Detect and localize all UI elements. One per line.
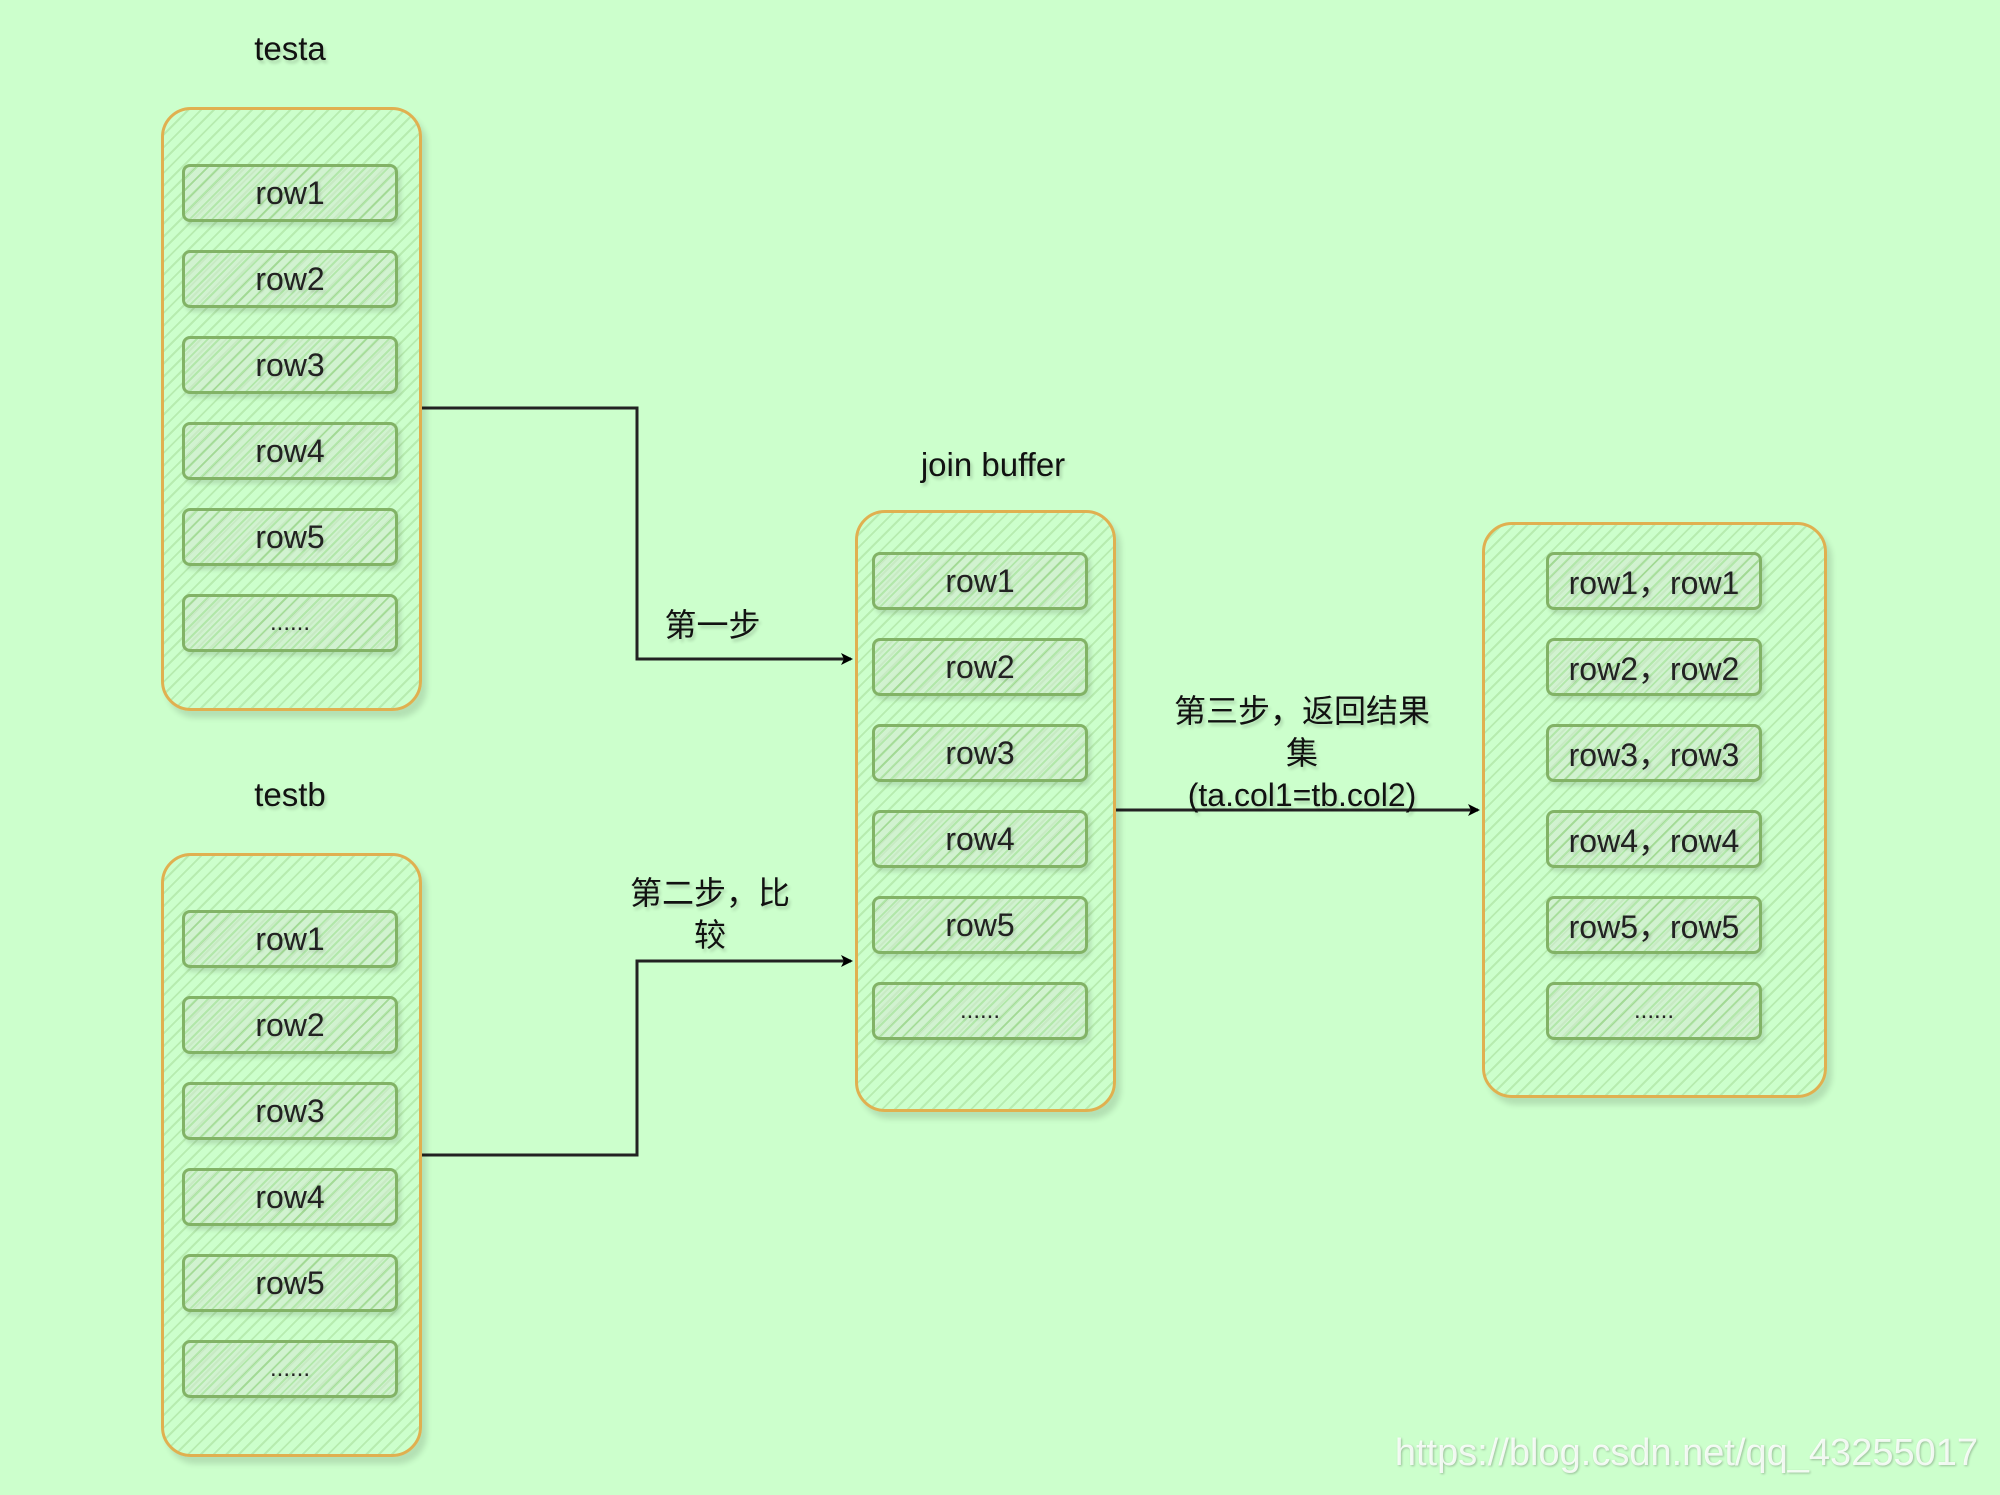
step2-label-line1: 第二步，比 — [629, 875, 790, 911]
join-buffer-row-1: row1 — [872, 552, 1088, 610]
join-buffer-row-3: row3 — [872, 724, 1088, 782]
join-buffer-row-2: row2 — [872, 638, 1088, 696]
testb-row-ellipsis: ...... — [182, 1340, 398, 1398]
testa-row-3: row3 — [182, 336, 398, 394]
result-row-3: row3，row3 — [1546, 724, 1762, 782]
step1-label: 第一步 — [664, 607, 761, 643]
testa-row-2: row2 — [182, 250, 398, 308]
result-row-2: row2，row2 — [1546, 638, 1762, 696]
join-buffer-row-4: row4 — [872, 810, 1088, 868]
testa-row-4: row4 — [182, 422, 398, 480]
testa-row-ellipsis: ...... — [182, 594, 398, 652]
edge-testb-to-buffer — [422, 955, 853, 1157]
testa-row-5: row5 — [182, 508, 398, 566]
join-buffer-title: join buffer — [920, 446, 1066, 483]
testb-row-3: row3 — [182, 1082, 398, 1140]
step2-label-line2: 较 — [693, 917, 726, 953]
testb-row-1: row1 — [182, 910, 398, 968]
testa-row-1: row1 — [182, 164, 398, 222]
testb-title: testb — [254, 776, 326, 813]
watermark-text: https://blog.csdn.net/qq_43255017 — [1394, 1432, 1978, 1474]
join-buffer-row-5: row5 — [872, 896, 1088, 954]
testb-row-5: row5 — [182, 1254, 398, 1312]
edge-testa-to-buffer — [422, 406, 853, 665]
testb-row-4: row4 — [182, 1168, 398, 1226]
join-buffer-row-ellipsis: ...... — [872, 982, 1088, 1040]
testa-title: testa — [254, 30, 326, 67]
testb-row-2: row2 — [182, 996, 398, 1054]
result-row-5: row5，row5 — [1546, 896, 1762, 954]
step3-label-line2: 集 — [1285, 735, 1318, 771]
result-row-1: row1，row1 — [1546, 552, 1762, 610]
step3-label-line1: 第三步，返回结果 — [1173, 693, 1430, 729]
result-row-4: row4，row4 — [1546, 810, 1762, 868]
result-row-ellipsis: ...... — [1546, 982, 1762, 1040]
step3-label-line3: (ta.col1=tb.col2) — [1187, 777, 1417, 813]
